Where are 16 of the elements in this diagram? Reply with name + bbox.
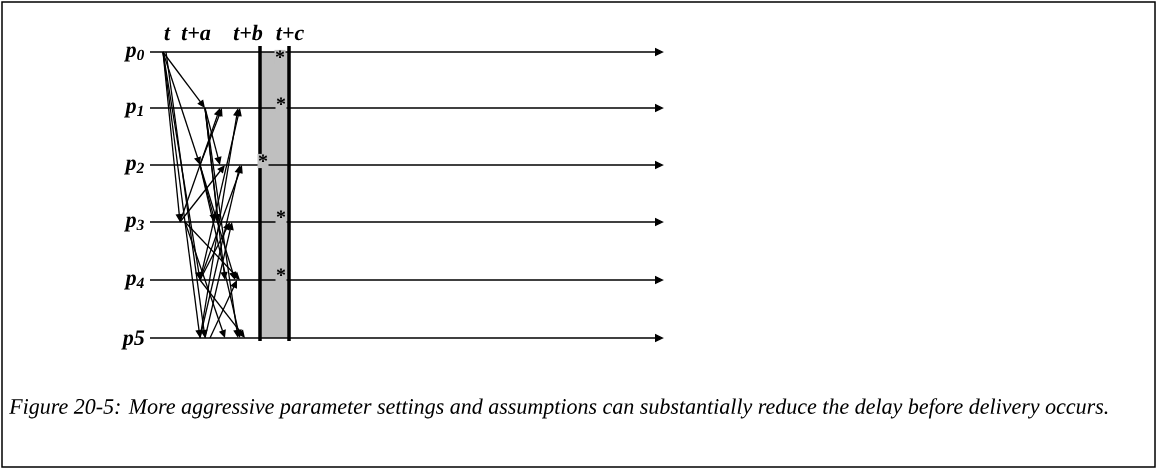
asterisk: * xyxy=(275,267,287,283)
time-label: t+b xyxy=(233,24,263,41)
asterisk: * xyxy=(275,209,287,225)
asterisk: * xyxy=(257,153,269,169)
process-label: p$_{3}$ xyxy=(124,216,144,232)
process-label: p$_{0}$ xyxy=(124,46,145,62)
time-label: t+a xyxy=(181,27,211,41)
asterisk: * xyxy=(274,49,286,65)
process-label: p$_{2}$ xyxy=(124,159,144,175)
caption: Figure 20-5: More aggressive parameter settings and assumptions can substantially reduce the delay before delivery occurs. xyxy=(9,398,1108,419)
time-label: t+c xyxy=(276,27,304,41)
process-label: p$_{1}$ xyxy=(124,102,143,118)
process-label: p$_{4}$ xyxy=(124,274,144,290)
time-label: t xyxy=(164,27,171,41)
asterisk: * xyxy=(275,96,287,112)
process-label: p5 xyxy=(121,330,145,350)
